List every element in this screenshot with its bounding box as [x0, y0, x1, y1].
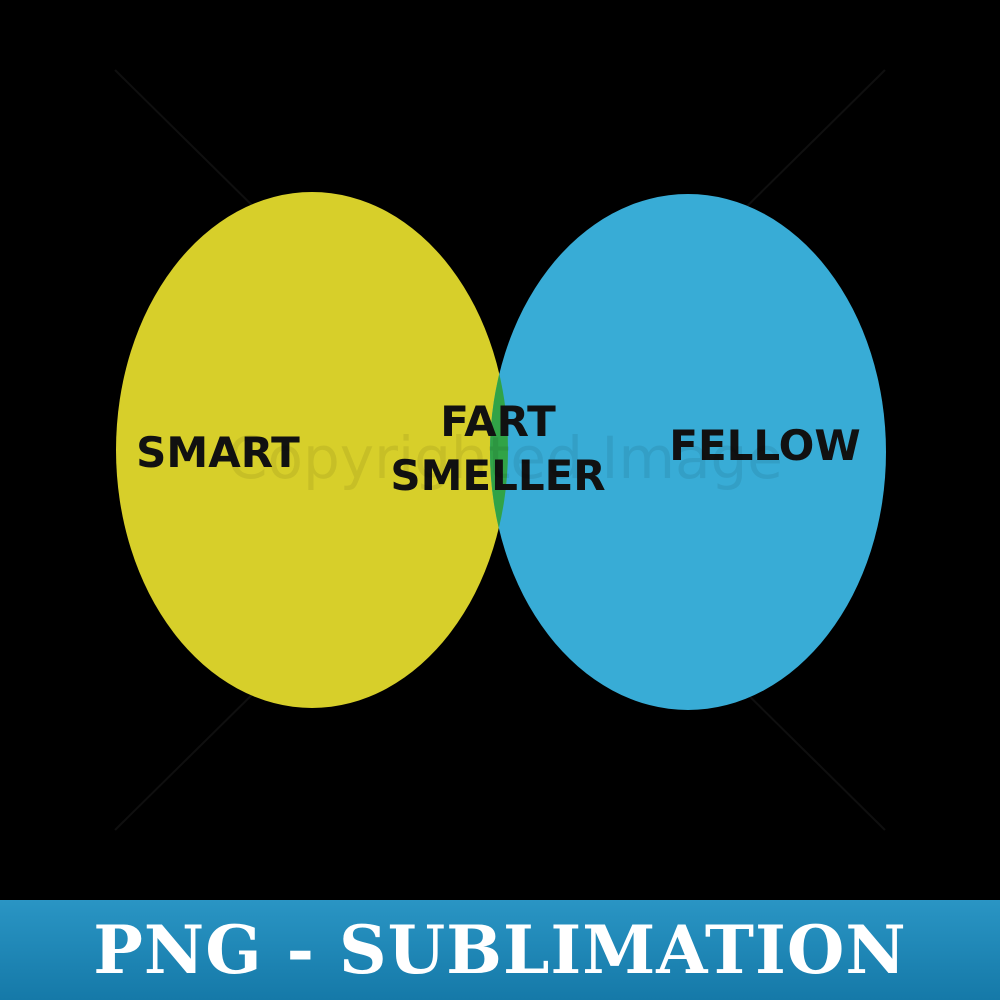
watermark: Copyrighted Image [227, 424, 783, 492]
intersection-label-line1: FART [440, 397, 556, 446]
right-label: FELLOW [669, 421, 860, 470]
sublimation-banner: PNG - SUBLIMATION [0, 900, 1000, 1000]
left-circle [116, 192, 508, 708]
intersection-label-line2: SMELLER [390, 451, 605, 500]
left-label: SMART [136, 428, 300, 477]
right-circle [490, 194, 886, 710]
banner-text: PNG - SUBLIMATION [93, 911, 907, 989]
